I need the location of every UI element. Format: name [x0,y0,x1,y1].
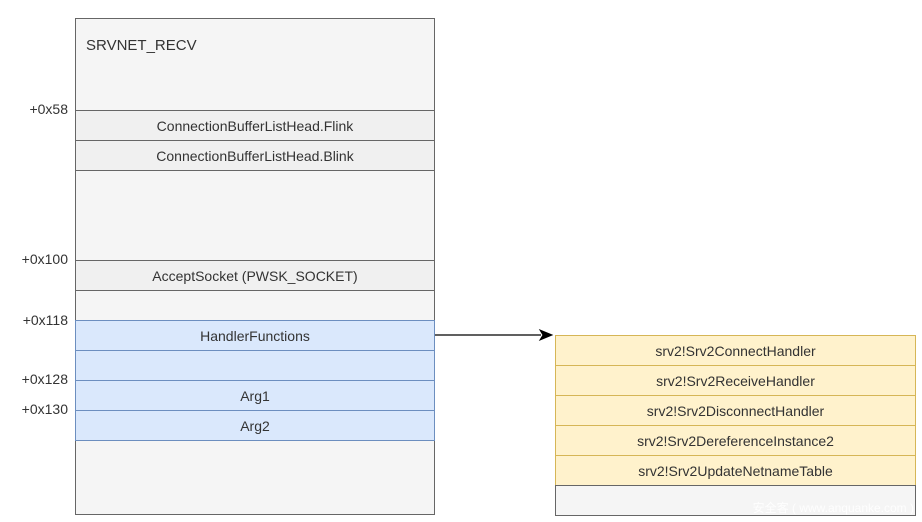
field-handler-functions: HandlerFunctions [75,320,435,351]
handler-row: srv2!Srv2DisconnectHandler [555,395,916,426]
handler-row-label: srv2!Srv2UpdateNetnameTable [638,462,833,479]
offset-flink: +0x58 [29,101,68,117]
handler-row-label: srv2!Srv2DisconnectHandler [646,402,825,419]
field-arg1: Arg1 [75,380,435,411]
handler-row-label: srv2!Srv2DereferenceInstance2 [637,432,834,449]
struct-title: SRVNET_RECV [86,37,197,54]
watermark: 安全客 ( www.anquanke.com ) [752,501,914,515]
offset-accept-socket: +0x100 [21,251,68,267]
handler-functions-table: srv2!Srv2ConnectHandler srv2!Srv2Receive… [555,335,916,516]
field-blink-label: ConnectionBufferListHead.Blink [156,147,354,164]
offset-arg1: +0x128 [21,371,68,387]
offset-handler-functions: +0x118 [22,312,68,328]
field-flink-label: ConnectionBufferListHead.Flink [156,117,354,134]
handler-row-label: srv2!Srv2ReceiveHandler [656,372,815,389]
handler-row: srv2!Srv2ReceiveHandler [555,365,916,396]
field-blink: ConnectionBufferListHead.Blink [75,140,435,171]
field-handler-functions-label: HandlerFunctions [200,327,310,344]
srvnet-recv-struct: SRVNET_RECV ConnectionBufferListHead.Fli… [75,18,435,515]
field-accept-socket-label: AcceptSocket (PWSK_SOCKET) [152,267,358,284]
offset-arg2: +0x130 [21,401,68,417]
arrow-head-icon [538,328,554,342]
handler-row: srv2!Srv2UpdateNetnameTable [555,455,916,486]
field-arg1-label: Arg1 [240,387,270,404]
handler-row-empty [555,485,916,516]
field-accept-socket: AcceptSocket (PWSK_SOCKET) [75,260,435,291]
handler-row-label: srv2!Srv2ConnectHandler [655,342,816,359]
handler-row: srv2!Srv2DereferenceInstance2 [555,425,916,456]
field-arg2-label: Arg2 [240,417,270,434]
field-arg2: Arg2 [75,410,435,441]
handler-row: srv2!Srv2ConnectHandler [555,335,916,366]
